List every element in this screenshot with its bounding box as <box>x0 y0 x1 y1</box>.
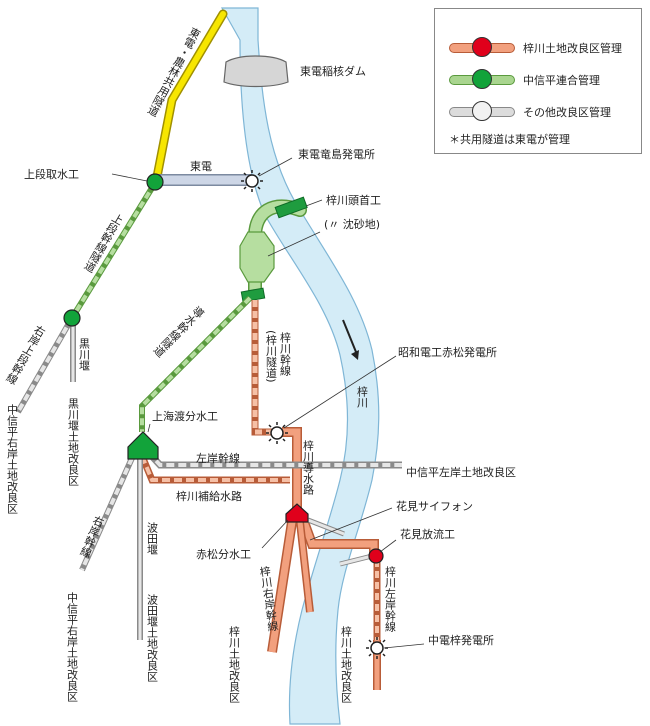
hanami-outlet-label: 花見放流工 <box>400 527 455 541</box>
sedimentation-label: (〃 沈砂地) <box>324 217 380 231</box>
legend-line-other <box>449 101 515 121</box>
akamatsu-label: 赤松分水工 <box>196 547 251 561</box>
chushin-right-small-label: 中信平右岸土地改良区 <box>66 592 79 702</box>
hata-district-label: 波田堰土地改良区 <box>146 594 159 682</box>
showa-plant-label: 昭和電工赤松発電所 <box>398 345 497 359</box>
hanami-siphon-label: 花見サイフォン <box>396 500 473 513</box>
sedimentation-basin <box>239 231 275 283</box>
kamiumiwatari-node <box>127 431 159 460</box>
azusa-river <box>220 7 380 725</box>
akamatsu-node <box>285 503 309 523</box>
ryushima-plant-symbol <box>241 170 263 192</box>
ryushima-label: 東電竜島発電所 <box>298 147 375 161</box>
kurokawa-district-label: 黒川堰土地改良区 <box>67 398 80 486</box>
azusa-trunk-label: 梓川幹線 <box>279 331 292 376</box>
legend-dot-chushin <box>472 69 492 89</box>
legend-label: 梓川土地改良区管理 <box>523 42 622 55</box>
hata-weir-label: 波田堰 <box>146 522 159 555</box>
azusa-district-left-label: 梓川土地改良区 <box>228 625 241 703</box>
right-trunk-label: 右岸幹線 <box>77 512 106 559</box>
dam-label: 東電稲核ダム <box>300 64 366 78</box>
chuden-plant-label: 中電梓発電所 <box>428 633 494 647</box>
river-label: 梓川 <box>356 385 369 408</box>
legend: 梓川土地改良区管理 中信平連合管理 その他改良区管理 ＊共用隧道は東電が管理 <box>434 8 642 154</box>
feed-canal-label: 梓川補給水路 <box>176 489 242 503</box>
headworks-label: 梓川頭首工 <box>326 193 381 207</box>
legend-line-azusa <box>449 37 515 57</box>
kurokawa-weir-label: 黒川堰 <box>78 338 91 371</box>
legend-item-chushin: 中信平連合管理 <box>449 69 600 91</box>
chushin-left-district-label: 中信平左岸土地改良区 <box>406 465 516 479</box>
legend-note: ＊共用隧道は東電が管理 <box>449 133 570 146</box>
kamidantori-node <box>146 173 164 191</box>
azusa-district-right-label: 梓川土地改良区 <box>340 625 353 703</box>
flow-arrow <box>342 319 357 353</box>
hanami-outlet-node <box>368 548 384 564</box>
showa-plant-symbol <box>266 422 288 444</box>
legend-label: 中信平連合管理 <box>523 74 600 87</box>
kamidantori-label: 上段取水工 <box>24 167 79 181</box>
legend-item-azusa: 梓川土地改良区管理 <box>449 37 622 59</box>
azusa-tunnel-label: (梓川隧道) <box>265 330 278 383</box>
legend-line-chushin <box>449 69 515 89</box>
toden-label: 東電 <box>190 160 212 173</box>
legend-item-other: その他改良区管理 <box>449 101 611 123</box>
kurokawa-node <box>63 309 81 327</box>
legend-label: その他改良区管理 <box>523 106 611 119</box>
azusa-canal-label: 梓川導水路 <box>302 439 315 496</box>
legend-dot-other <box>472 101 492 121</box>
left-trunk-label: 左岸幹線 <box>196 451 240 465</box>
chushin-right-district-label: 中信平右岸土地改良区 <box>6 404 19 514</box>
headworks-gate <box>274 196 308 219</box>
dam-shape <box>223 55 289 88</box>
kamiumiwatari-label: 上海渡分水工 <box>152 409 218 423</box>
legend-dot-azusa <box>472 37 492 57</box>
azusa-left-trunk-label: 梓川左岸幹線 <box>384 565 397 632</box>
